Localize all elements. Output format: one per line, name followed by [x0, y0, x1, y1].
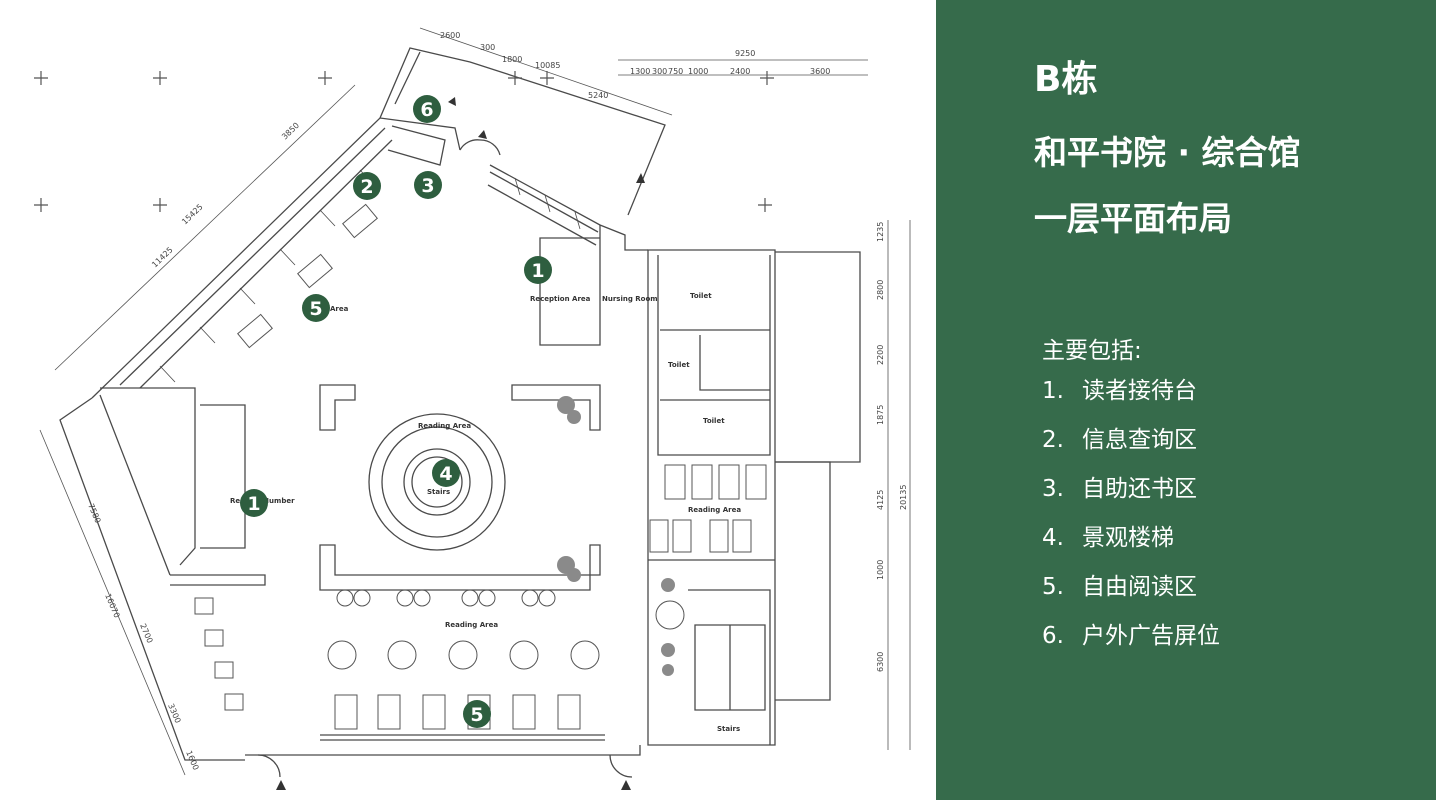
- dim-left-3850: 3850: [280, 121, 301, 142]
- legend-list: 1. 读者接待台 2. 信息查询区 3. 自助还书区 4. 景观楼梯 5. 自由阅读区 6…: [1042, 376, 1220, 670]
- svg-text:5: 5: [309, 298, 322, 320]
- svg-text:4: 4: [439, 463, 452, 485]
- plan-walls: [59, 47, 861, 778]
- dim-left-3300: 3300: [166, 702, 182, 724]
- svg-text:1: 1: [531, 260, 544, 282]
- dim-right-2800: 2800: [876, 280, 885, 300]
- furniture: [194, 203, 767, 730]
- dim-right-1000: 1000: [876, 560, 885, 580]
- label-stairs-right: Stairs: [717, 725, 740, 733]
- legend-item-number: 5.: [1042, 574, 1064, 600]
- legend-item-number: 3.: [1042, 476, 1064, 502]
- legend-item: 2. 信息查询区: [1042, 425, 1220, 474]
- marker-1-reception: 1: [524, 256, 552, 284]
- dim-right-6300: 6300: [876, 652, 885, 672]
- marker-4: 4: [432, 459, 460, 487]
- dim-left-15425: 15425: [180, 202, 205, 226]
- dimension-lines: [39, 27, 911, 776]
- legend-item-number: 6.: [1042, 623, 1064, 649]
- dim-left-7580: 7580: [86, 502, 102, 524]
- legend-item-label: 自助还书区: [1082, 476, 1197, 502]
- legend-item-label: 自由阅读区: [1082, 574, 1197, 600]
- svg-text:2: 2: [360, 176, 373, 198]
- label-nursing-room: Nursing Room: [602, 295, 658, 303]
- legend-item-label: 户外广告屏位: [1082, 623, 1220, 649]
- dim-top-right-750: 750: [668, 67, 683, 76]
- dim-top-right-300: 300: [652, 67, 667, 76]
- floor-plan-drawing: 2600 300 1800 10085 5240 9250 1300 300 7…: [34, 27, 911, 790]
- legend-item: 5. 自由阅读区: [1042, 572, 1220, 621]
- dim-top-right-1300: 1300: [630, 67, 650, 76]
- label-area: Area: [330, 305, 349, 313]
- dim-right-1235: 1235: [876, 222, 885, 242]
- dimension-labels: 2600 300 1800 10085 5240 9250 1300 300 7…: [86, 31, 908, 772]
- label-reading-center: Reading Area: [418, 422, 471, 430]
- label-reading-bottom: Reading Area: [445, 621, 498, 629]
- label-toilet-a: Toilet: [690, 292, 712, 300]
- dim-right-2200: 2200: [876, 345, 885, 365]
- label-toilet-c: Toilet: [703, 417, 725, 425]
- dim-right-4125: 4125: [876, 490, 885, 510]
- legend-item: 4. 景观楼梯: [1042, 523, 1220, 572]
- marker-2: 2: [353, 172, 381, 200]
- grid-markers: [34, 71, 774, 212]
- legend-item-number: 2.: [1042, 427, 1064, 453]
- dim-right-20135: 20135: [899, 485, 908, 510]
- legend-heading: 主要包括:: [1042, 338, 1142, 364]
- planting: [557, 396, 675, 676]
- dim-top-2600: 2600: [440, 31, 460, 40]
- marker-5-lower: 5: [463, 700, 491, 728]
- building-name: B栋: [1034, 59, 1098, 100]
- legend-item-label: 读者接待台: [1082, 378, 1197, 404]
- svg-text:1: 1: [247, 493, 260, 515]
- dim-top-1800: 1800: [502, 55, 522, 64]
- dim-top-right-3600: 3600: [810, 67, 830, 76]
- round-tables: [327, 589, 685, 670]
- label-toilet-b: Toilet: [668, 361, 690, 369]
- marker-1-receive-number: 1: [240, 489, 268, 517]
- label-reception-area: Reception Area: [530, 295, 591, 303]
- legend-panel: B栋 和平书院 · 综合馆 一层平面布局 主要包括: 1. 读者接待台 2. 信息查…: [936, 0, 1436, 800]
- legend-item-label: 信息查询区: [1082, 427, 1197, 453]
- plan-markers: 1 1 2 3 4: [240, 95, 552, 728]
- dim-top-300: 300: [480, 43, 495, 52]
- dim-top-10085: 10085: [535, 61, 560, 70]
- legend-item: 1. 读者接待台: [1042, 376, 1220, 425]
- floor-plan: 2600 300 1800 10085 5240 9250 1300 300 7…: [34, 27, 911, 790]
- dim-right-1875: 1875: [876, 405, 885, 425]
- project-title: 和平书院 · 综合馆: [1034, 133, 1301, 172]
- dim-top-5240: 5240: [588, 91, 608, 100]
- marker-6: 6: [413, 95, 441, 123]
- label-reading-right: Reading Area: [688, 506, 741, 514]
- legend-item-number: 1.: [1042, 378, 1064, 404]
- legend-item-number: 4.: [1042, 525, 1064, 551]
- dim-top-right-9250: 9250: [735, 49, 755, 58]
- dim-left-11425: 11425: [150, 245, 175, 269]
- svg-text:3: 3: [421, 175, 434, 197]
- legend-item-label: 景观楼梯: [1082, 525, 1174, 551]
- marker-5-upper: 5: [302, 294, 330, 322]
- floor-title: 一层平面布局: [1034, 199, 1232, 238]
- dim-top-right-1000: 1000: [688, 67, 708, 76]
- label-stairs-center: Stairs: [427, 488, 450, 496]
- marker-3: 3: [414, 171, 442, 199]
- dim-left-16070: 16070: [103, 592, 121, 619]
- svg-text:6: 6: [420, 99, 433, 121]
- svg-text:5: 5: [470, 704, 483, 726]
- entrance-arrows: [276, 97, 645, 790]
- legend-item: 3. 自助还书区: [1042, 474, 1220, 523]
- legend-item: 6. 户外广告屏位: [1042, 621, 1220, 670]
- dim-left-2700: 2700: [138, 622, 154, 644]
- dim-top-right-2400: 2400: [730, 67, 750, 76]
